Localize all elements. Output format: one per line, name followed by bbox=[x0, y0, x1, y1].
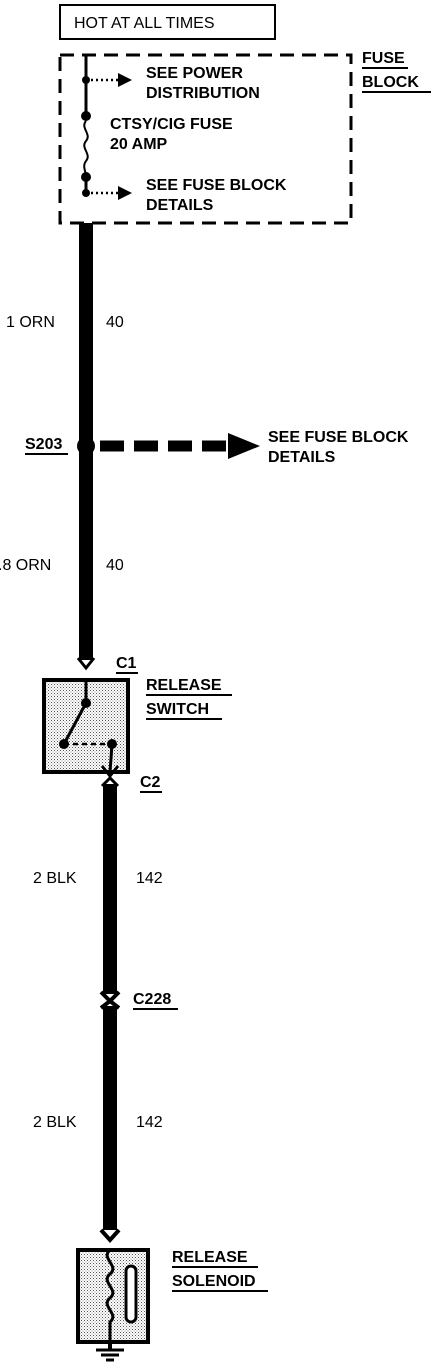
release-switch-label-line1: RELEASE bbox=[146, 677, 222, 694]
wire-lower2-circuit: 142 bbox=[136, 1114, 163, 1131]
power-source-label: HOT AT ALL TIMES bbox=[74, 15, 215, 32]
splice-id: S203 bbox=[25, 436, 62, 453]
ground-icon bbox=[96, 1340, 124, 1362]
see-details-line1: SEE FUSE BLOCK bbox=[146, 177, 287, 194]
wire-lower1: 2 BLK 142 bbox=[33, 784, 163, 994]
fuse-block: FUSE BLOCK SEE POWER DISTRIBUTION CTSY/C… bbox=[58, 50, 431, 225]
solenoid-coil-icon bbox=[105, 1248, 115, 1342]
release-solenoid: RELEASE SOLENOID bbox=[76, 1248, 268, 1344]
release-solenoid-label-line2: SOLENOID bbox=[172, 1273, 256, 1290]
connector-c1-label: C1 bbox=[116, 655, 137, 672]
release-solenoid-label-line1: RELEASE bbox=[172, 1249, 248, 1266]
power-source-box: HOT AT ALL TIMES bbox=[59, 4, 276, 40]
splice-s203: S203 SEE FUSE BLOCK DETAILS bbox=[25, 429, 409, 466]
connector-c1: C1 bbox=[76, 655, 138, 674]
connector-c2: C2 bbox=[100, 765, 162, 793]
fuse-name: CTSY/CIG FUSE bbox=[110, 116, 233, 133]
fuse-rating: 20 AMP bbox=[110, 136, 168, 153]
see-power-line1: SEE POWER bbox=[146, 65, 243, 82]
connector-solenoid bbox=[99, 1228, 121, 1243]
wire-mid: .8 ORN 40 bbox=[0, 557, 124, 574]
arrow-right-icon bbox=[228, 433, 260, 459]
wire-upper-gauge: 1 ORN bbox=[6, 314, 55, 331]
fuse-icon bbox=[83, 120, 89, 177]
connector-c2-label: C2 bbox=[140, 774, 161, 791]
arrow-right-icon bbox=[118, 186, 132, 200]
fuse-block-label-line2: BLOCK bbox=[362, 74, 419, 91]
release-switch: RELEASE SWITCH bbox=[42, 677, 232, 774]
wire-lower2: 2 BLK 142 bbox=[33, 1006, 163, 1230]
connector-c228-label: C228 bbox=[133, 991, 171, 1008]
see-power-line2: DISTRIBUTION bbox=[146, 85, 260, 102]
wire-lower1-circuit: 142 bbox=[136, 870, 163, 887]
wire-lower1-gauge: 2 BLK bbox=[33, 870, 77, 887]
arrow-right-icon bbox=[118, 73, 132, 87]
switch-contact-icon bbox=[62, 702, 88, 745]
wire-mid-circuit: 40 bbox=[106, 557, 124, 574]
wire-lower2-gauge: 2 BLK bbox=[33, 1114, 77, 1131]
fuse-block-label-line1: FUSE bbox=[362, 50, 405, 67]
solenoid-plunger-icon bbox=[124, 1264, 138, 1324]
connector-c228: C228 bbox=[99, 990, 178, 1010]
wire-upper-circuit: 40 bbox=[106, 314, 124, 331]
see-details-line2: DETAILS bbox=[146, 197, 214, 214]
splice-ref-line1: SEE FUSE BLOCK bbox=[268, 429, 409, 446]
splice-ref-line2: DETAILS bbox=[268, 449, 336, 466]
wire-mid-gauge: .8 ORN bbox=[0, 557, 51, 574]
release-switch-label-line2: SWITCH bbox=[146, 701, 209, 718]
